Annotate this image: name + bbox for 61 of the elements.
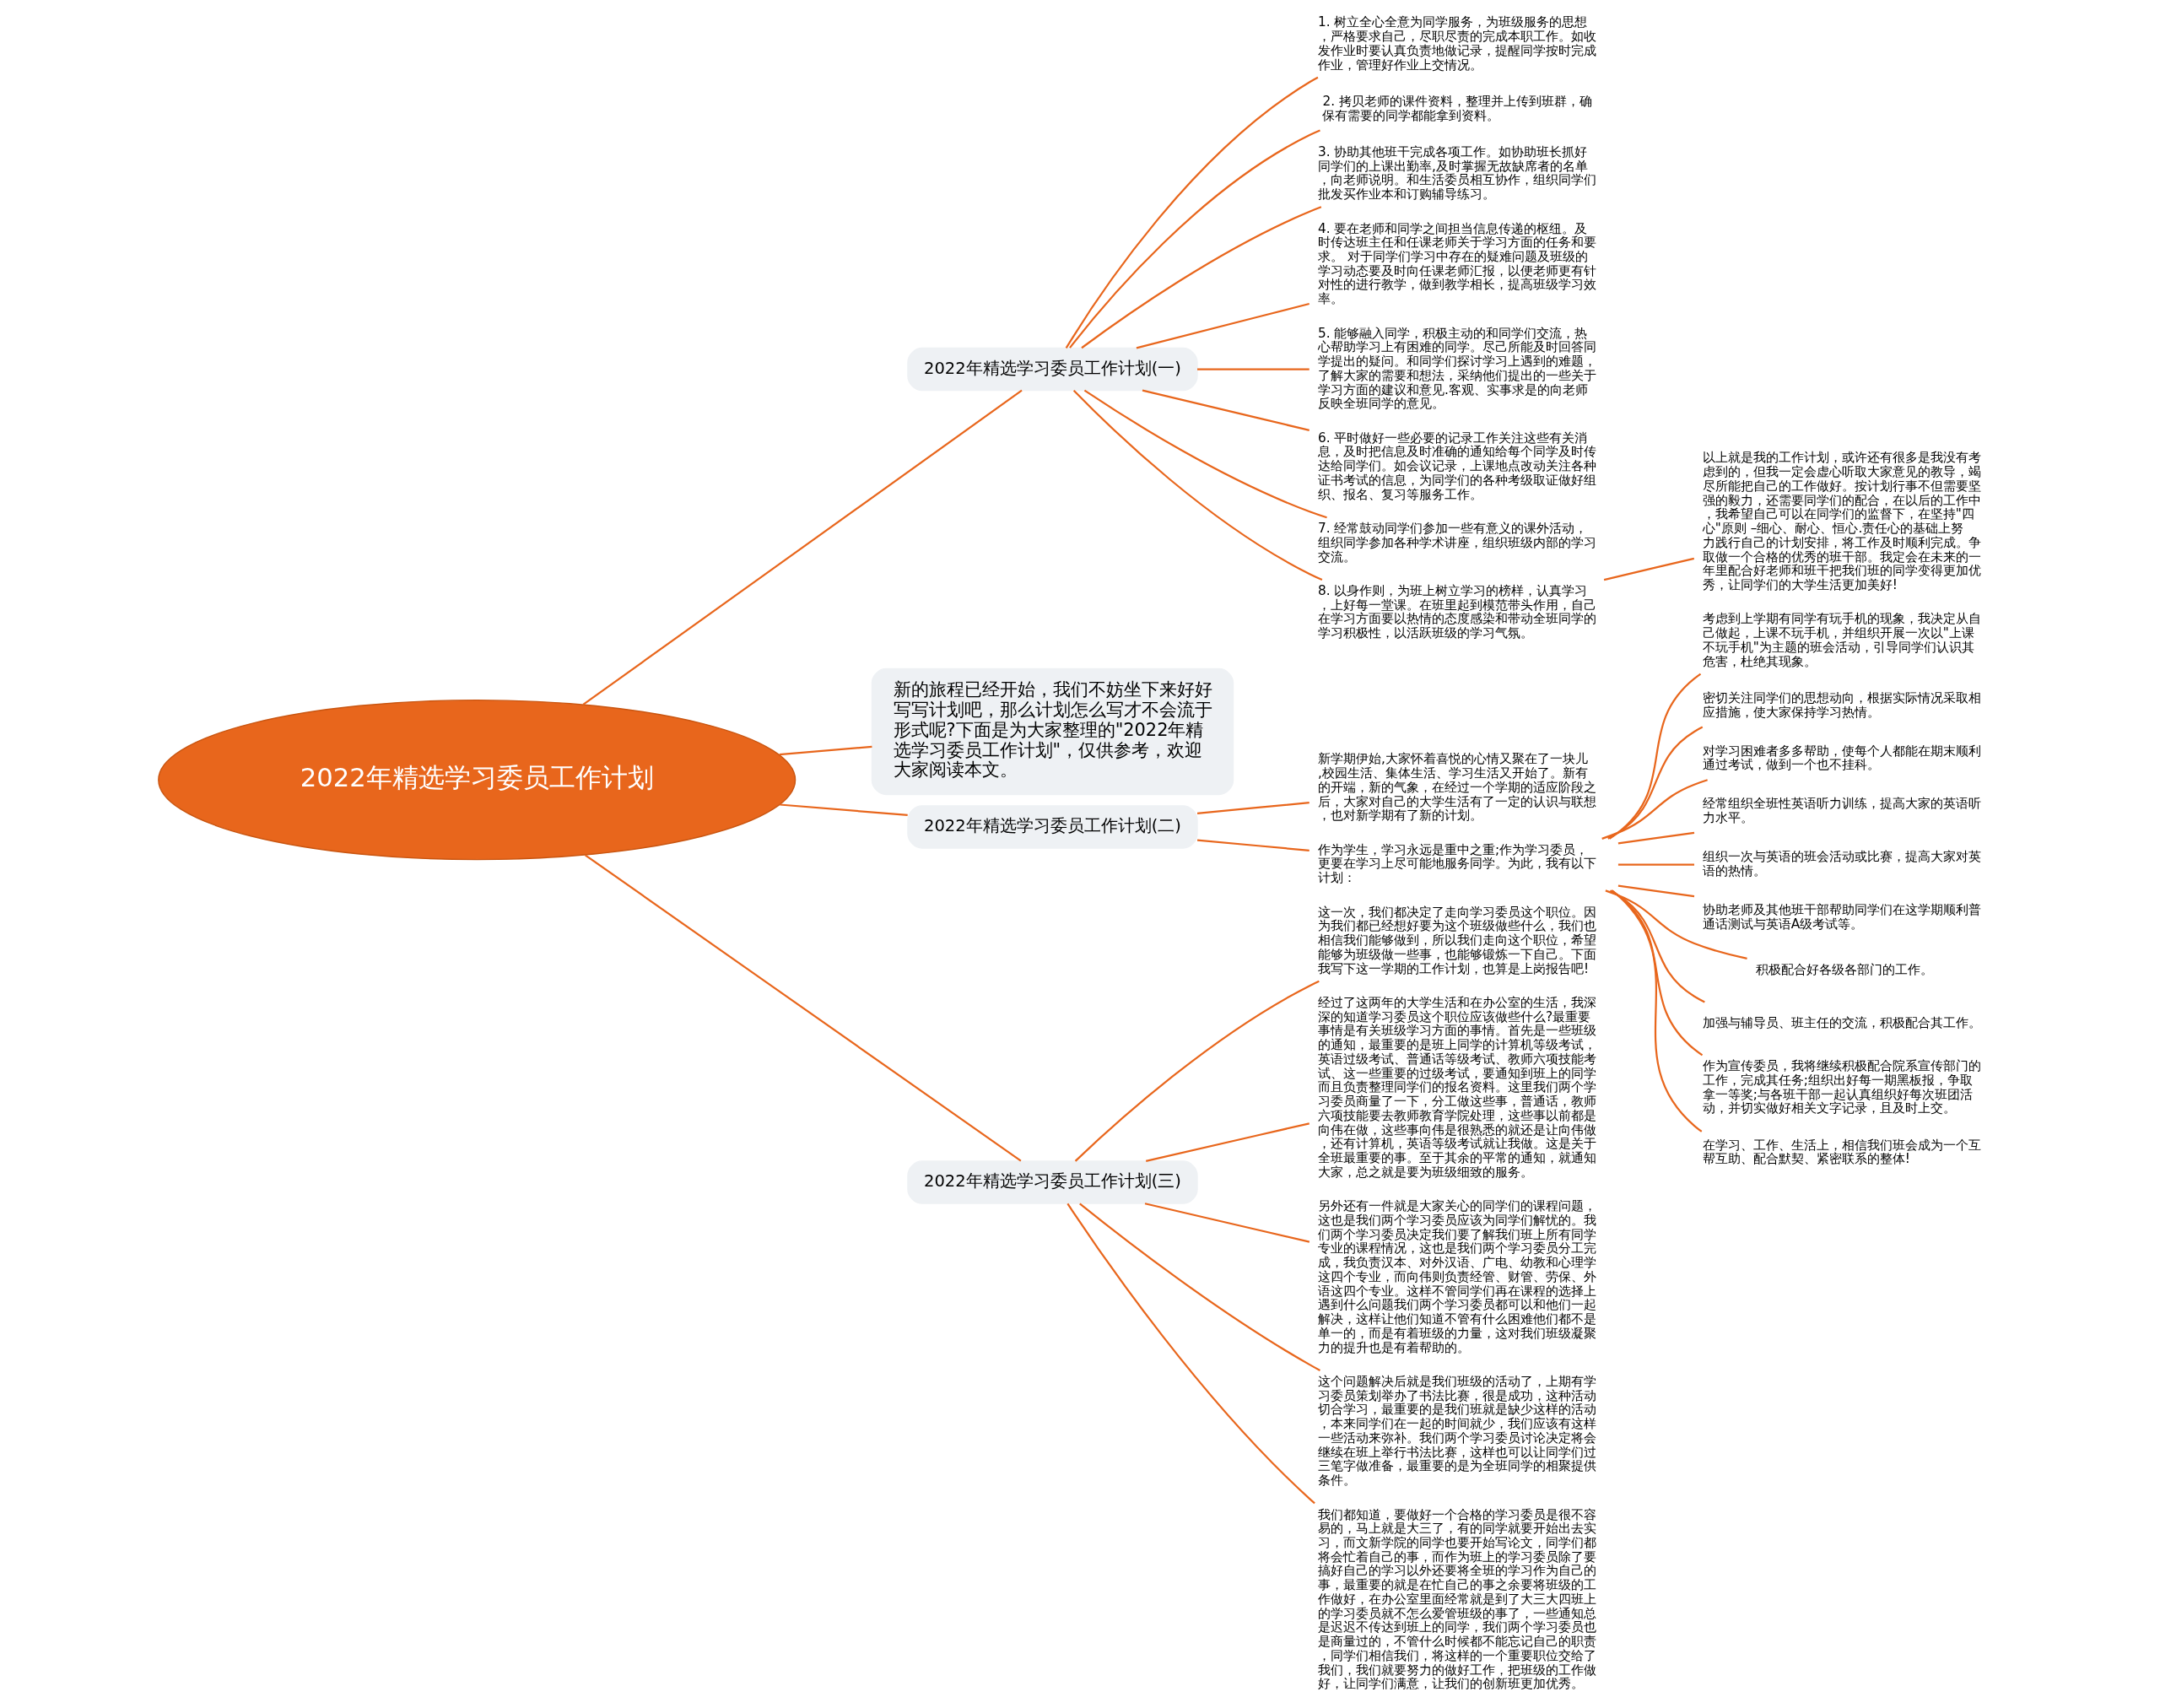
connector (1617, 863, 1694, 866)
connector (1072, 389, 1322, 581)
connector (1136, 302, 1310, 349)
node-text: 组织一次与英语的班会活动或比赛，提高大家对英语的热情。 (1702, 849, 1981, 878)
connector (1065, 76, 1318, 349)
node-text: 加强与辅导员、班主任的交流，积极配合其工作。 (1702, 1014, 1981, 1030)
node-text: 4. 要在老师和同学之间担当信息传递的枢纽。及时传达班主任和任课老师关于学习方面的任务和要求。 对于同学们学习中存在的疑难问题及班级的学习动态要及时向任课老师汇报，以便老师更有针对性的进行教学，做到教学相长，提高班级学习效率。 (1317, 220, 1596, 307)
node-ellipse: 2022年精选学习委员工作计划 (157, 699, 796, 861)
connector (1078, 1203, 1320, 1371)
connector (1196, 839, 1310, 851)
connector (1617, 831, 1694, 845)
node-text: 在学习、工作、生活上，相信我们班会成为一个互帮互助、配合默契、紧密联系的整体! (1702, 1137, 1981, 1167)
connector (1601, 779, 1708, 840)
connector (779, 745, 872, 756)
node-text: 对学习困难者多多帮助，使每个人都能在期末顺利通过考试，做到一个也不挂科。 (1702, 743, 1981, 773)
connector (1617, 884, 1694, 898)
node-text: 1. 树立全心全意为同学服务，为班级服务的思想，严格要求自己，尽职尽责的完成本职工作。如收发作业时要认真负责地做记录，提醒同学按时完成作业，管理好作业上交情况。 (1317, 14, 1596, 73)
connector (1080, 206, 1321, 349)
connector (1142, 389, 1310, 431)
node-text: 6. 平时做好一些必要的记录工作关注这些有关消息，及时把信息及时准确的通知给每个同学及时传达给同学们。如会议记录，上课地点改动关注各种证书考试的信息，为同学们的各种考级取证做好组织、报名、复习等服务工作。 (1317, 430, 1596, 502)
node-text: 经过了这两年的大学生活和在办公室的生活，我深深的知道学习委员这个职位应该做些什么?最重要事情是有关班级学习方面的事情。首先是一些班级的通知，最重要的是班上同学的计算机等级考试，英语过级考试、普通话等级考试、教师六项技能考试、这一些重要的过级考试，要通知到班上的同学而且负责整理同学们的报名资料。这里我们两个学习委员商量了一下，分工做这些事，普通话，教师六项技能要去教师教育学院处理，这些事以前都是向伟在做，这些事向伟是很熟悉的就还是让向伟做，还有计算机，英语等级考试就让我做。这是关于全班最重要的事。至于其余的平常的通知，就通知大家，总之就是要为班级细致的服务。 (1317, 994, 1596, 1180)
connector (1066, 1203, 1315, 1505)
node-text: 这一次，我们都决定了走向学习委员这个职位。因为我们都已经想好要为这个班级做些什么，我们也相信我们能够做到，所以我们走向这个职位，希望能够为班级做一些事，也能够锻炼一下自己。下面我写下这一学期的工作计划，也算是上岗报告吧! (1317, 904, 1596, 976)
connector (1603, 557, 1694, 581)
node-text: 8. 以身作则，为班上树立学习的榜样，认真学习，上好每一堂课。在班里起到模范带头作用，自己在学习方面要以热情的态度感染和带动全班同学的学习积极性，以活跃班级的学习气氛。 (1317, 582, 1596, 641)
node-text: 5. 能够融入同学，积极主动的和同学们交流，热心帮助学习上有困难的同学。尽己所能及时回答同学提出的疑问。和同学们探讨学习上遇到的难题，了解大家的需要和想法，采纳他们提出的一些关于学习方面的建议和意见.客观、实事求是的向老师反映全班同学的意见。 (1317, 325, 1596, 412)
node-text: 密切关注同学们的思想动向，根据实际情况采取相应措施，使大家保持学习热情。 (1702, 689, 1981, 720)
node-text: 协助老师及其他班干部帮助同学们在这学期顺利普通话测试与英语A级考试等。 (1702, 901, 1981, 932)
connector (1068, 129, 1320, 349)
connector (1074, 980, 1320, 1162)
connector (1606, 726, 1703, 840)
node-box: 2022年精选学习委员工作计划(二) (906, 805, 1198, 849)
connector (1610, 889, 1703, 1057)
node-box: 2022年精选学习委员工作计划(一) (906, 347, 1198, 392)
node-text: 我们都知道，要做好一个合格的学习委员是很不容易的，马上就是大三了，有的同学就要开始出去实习，而文新学院的同学也要开始写论文，同学们都将会忙着自己的事，而作为班上的学习委员除了要搞好自己的学习以外还要将全班的学习作为自己的事，最重要的就是在忙自己的事之余要将班级的工作做好，在办公室里面经常就是到了大三大四班上的学习委员就不怎么爱管班级的事了，一些通知总是迟迟不传达到班上的同学，我们两个学习委员也是商量过的，不管什么时候都不能忘记自己的职责，同学们相信我们，将这样的一个重要职位交给了我们，我们就要努力的做好工作，把班级的工作做好，让同学们满意，让我们的创新班更加优秀。 (1317, 1506, 1596, 1692)
connector (779, 803, 908, 817)
connector (1196, 802, 1310, 814)
node-text: 作为学生，学习永远是重中之重;作为学习委员，更要在学习上尽可能地服务同学。为此，我有以下计划： (1317, 841, 1596, 886)
node-text: 以上就是我的工作计划，或许还有很多是我没有考虑到的，但我一定会虚心听取大家意见的教导，竭尽所能把自己的工作做好。按计划行事不但需要坚强的毅力，还需要同学们的配合，在以后的工作中，我希望自己可以在同学们的监督下，在坚持"四心"原则 –细心、耐心、恒心.责任心的基础上努力践行自己的计划安排，将工作及时顺利完成。争取做一个合格的优秀的班干部。我定会在未来的一年里配合好老师和班干把我们班的同学变得更加优秀，让同学们的大学生活更加美好! (1702, 450, 1981, 592)
node-text: 7. 经常鼓动同学们参加一些有意义的课外活动，组织同学参加各种学术讲座，组织班级内部的学习交流。 (1317, 521, 1596, 565)
connector (1609, 889, 1705, 1003)
node-text: 另外还有一件就是大家关心的同学们的课程问题，这也是我们两个学习委员应该为同学们解忧的。我们两个学习委员决定我们要了解我们班上所有同学专业的课程情况，这也是我们两个学习委员分工完成，我负责汉本、对外汉语、广电、幼教和心理学这四个专业，而向伟则负责经管、财管、劳保、外语这四个专业。这样不管同学们再在课程的选择上遇到什么问题我们两个学习委员都可以和他们一起解决，这样让他们知道不管有什么困难他们都不是单一的，而是有着班级的力量，这对我们班级凝聚力的提升也是有着帮助的。 (1317, 1198, 1596, 1355)
connector (1608, 673, 1701, 840)
node-text: 经常组织全班性英语听力训练，提高大家的英语听力水平。 (1702, 796, 1981, 826)
connector (584, 854, 1022, 1162)
node-text: 新学期伊始,大家怀着喜悦的心情又聚在了一块儿,校园生活、集体生活、学习生活又开始了。新有的开端，新的气象，在经过一个学期的适应阶段之后，大家对自己的大学生活有了一定的认识与联想，也对新学期有了新的计划。 (1317, 751, 1596, 824)
node-box: 新的旅程已经开始，我们不妨坐下来好好写写计划吧，那么计划怎么写才不会流于形式呢?下面是为大家整理的"2022年精选学习委员工作计划"，仅供参考，欢迎大家阅读本文。 (871, 668, 1234, 796)
connector (1611, 889, 1702, 1132)
node-text: 3. 协助其他班干完成各项工作。如协助班长抓好同学们的上课出勤率,及时掌握无故缺席者的名单，向老师说明。和生活委员相互协作，组织同学们批发买作业本和订购辅导练习。 (1317, 143, 1596, 203)
connector (1196, 368, 1310, 370)
connector (1144, 1203, 1310, 1243)
node-text: 这个问题解决后就是我们班级的活动了，上期有学习委员策划举办了书法比赛，很是成功，这种活动切合学习，最重要的是我们班就是缺少这样的活动，本来同学们在一起的时间就少，我们应该有这样一些活动来弥补。我们两个学习委员讨论决定将会继续在班上举行书法比赛，这样也可以让同学们过三笔字做准备，最重要的是为全班同学的相聚提供条件。 (1317, 1373, 1596, 1489)
connector (1083, 389, 1327, 519)
node-text: 积极配合好各级各部门的工作。 (1755, 961, 1933, 977)
node-text: 作为宣传委员，我将继续积极配合院系宣传部门的工作，完成其任务;组织出好每一期黑板报，争取拿一等奖;与各班干部一起认真组织好每次班团活动，并切实做好相关文字记录，且及时上交。 (1702, 1058, 1981, 1116)
node-text: 考虑到上学期有同学有玩手机的现象，我决定从自己做起，上课不玩手机，并组织开展一次以"上课不玩手机"为主题的班会活动，引导同学们认识其危害，杜绝其现象。 (1702, 611, 1981, 669)
connector (582, 389, 1023, 705)
connector (1605, 889, 1747, 959)
connector (1145, 1122, 1310, 1162)
node-text: 2. 拷贝老师的课件资料，整理并上传到班群，确保有需要的同学都能拿到资料。 (1321, 93, 1592, 123)
node-box: 2022年精选学习委员工作计划(三) (906, 1160, 1198, 1204)
